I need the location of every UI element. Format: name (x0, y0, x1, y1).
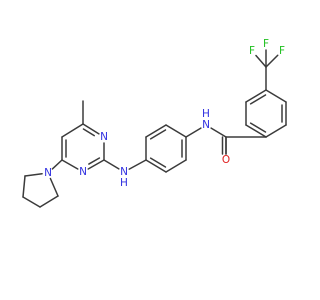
bond (249, 122, 267, 133)
bond (249, 94, 267, 105)
bond (39, 195, 59, 208)
bond (22, 196, 41, 208)
atom-label-n-pyrrolidine: N (44, 167, 52, 179)
bond (87, 159, 105, 170)
bond (185, 127, 202, 138)
atom-label-n-pyrimidine-bottom: N (79, 166, 87, 178)
bond (51, 159, 63, 170)
bond (82, 123, 100, 135)
bond (128, 159, 147, 170)
atom-label-n-amine: N (120, 166, 128, 178)
bond (165, 124, 187, 138)
bond (88, 157, 101, 165)
bond (149, 129, 167, 140)
bond (149, 157, 167, 168)
bond (255, 54, 267, 68)
bond (210, 127, 227, 138)
bond (145, 159, 167, 173)
bond (145, 124, 167, 138)
atom-label-n-amide: N (202, 119, 210, 131)
bond (49, 177, 59, 197)
bond (22, 175, 26, 198)
bond (265, 89, 287, 103)
bond (265, 124, 287, 138)
atom-label-h-amine: H (120, 177, 128, 189)
bond (165, 159, 187, 173)
atom-label-f2: F (263, 38, 269, 50)
bond (245, 89, 267, 103)
atom-label-f3: F (279, 45, 285, 57)
atom-label-f1: F (249, 45, 255, 57)
bond (82, 128, 95, 137)
bond (103, 159, 120, 170)
atom-label-h-amide: H (202, 108, 210, 120)
bond (265, 54, 279, 68)
bond (61, 159, 79, 170)
bond (24, 173, 43, 177)
atom-label-n-pyrimidine-top: N (100, 131, 108, 143)
atom-label-o-carbonyl: O (222, 154, 230, 166)
bond (61, 123, 84, 138)
bond (245, 124, 267, 138)
